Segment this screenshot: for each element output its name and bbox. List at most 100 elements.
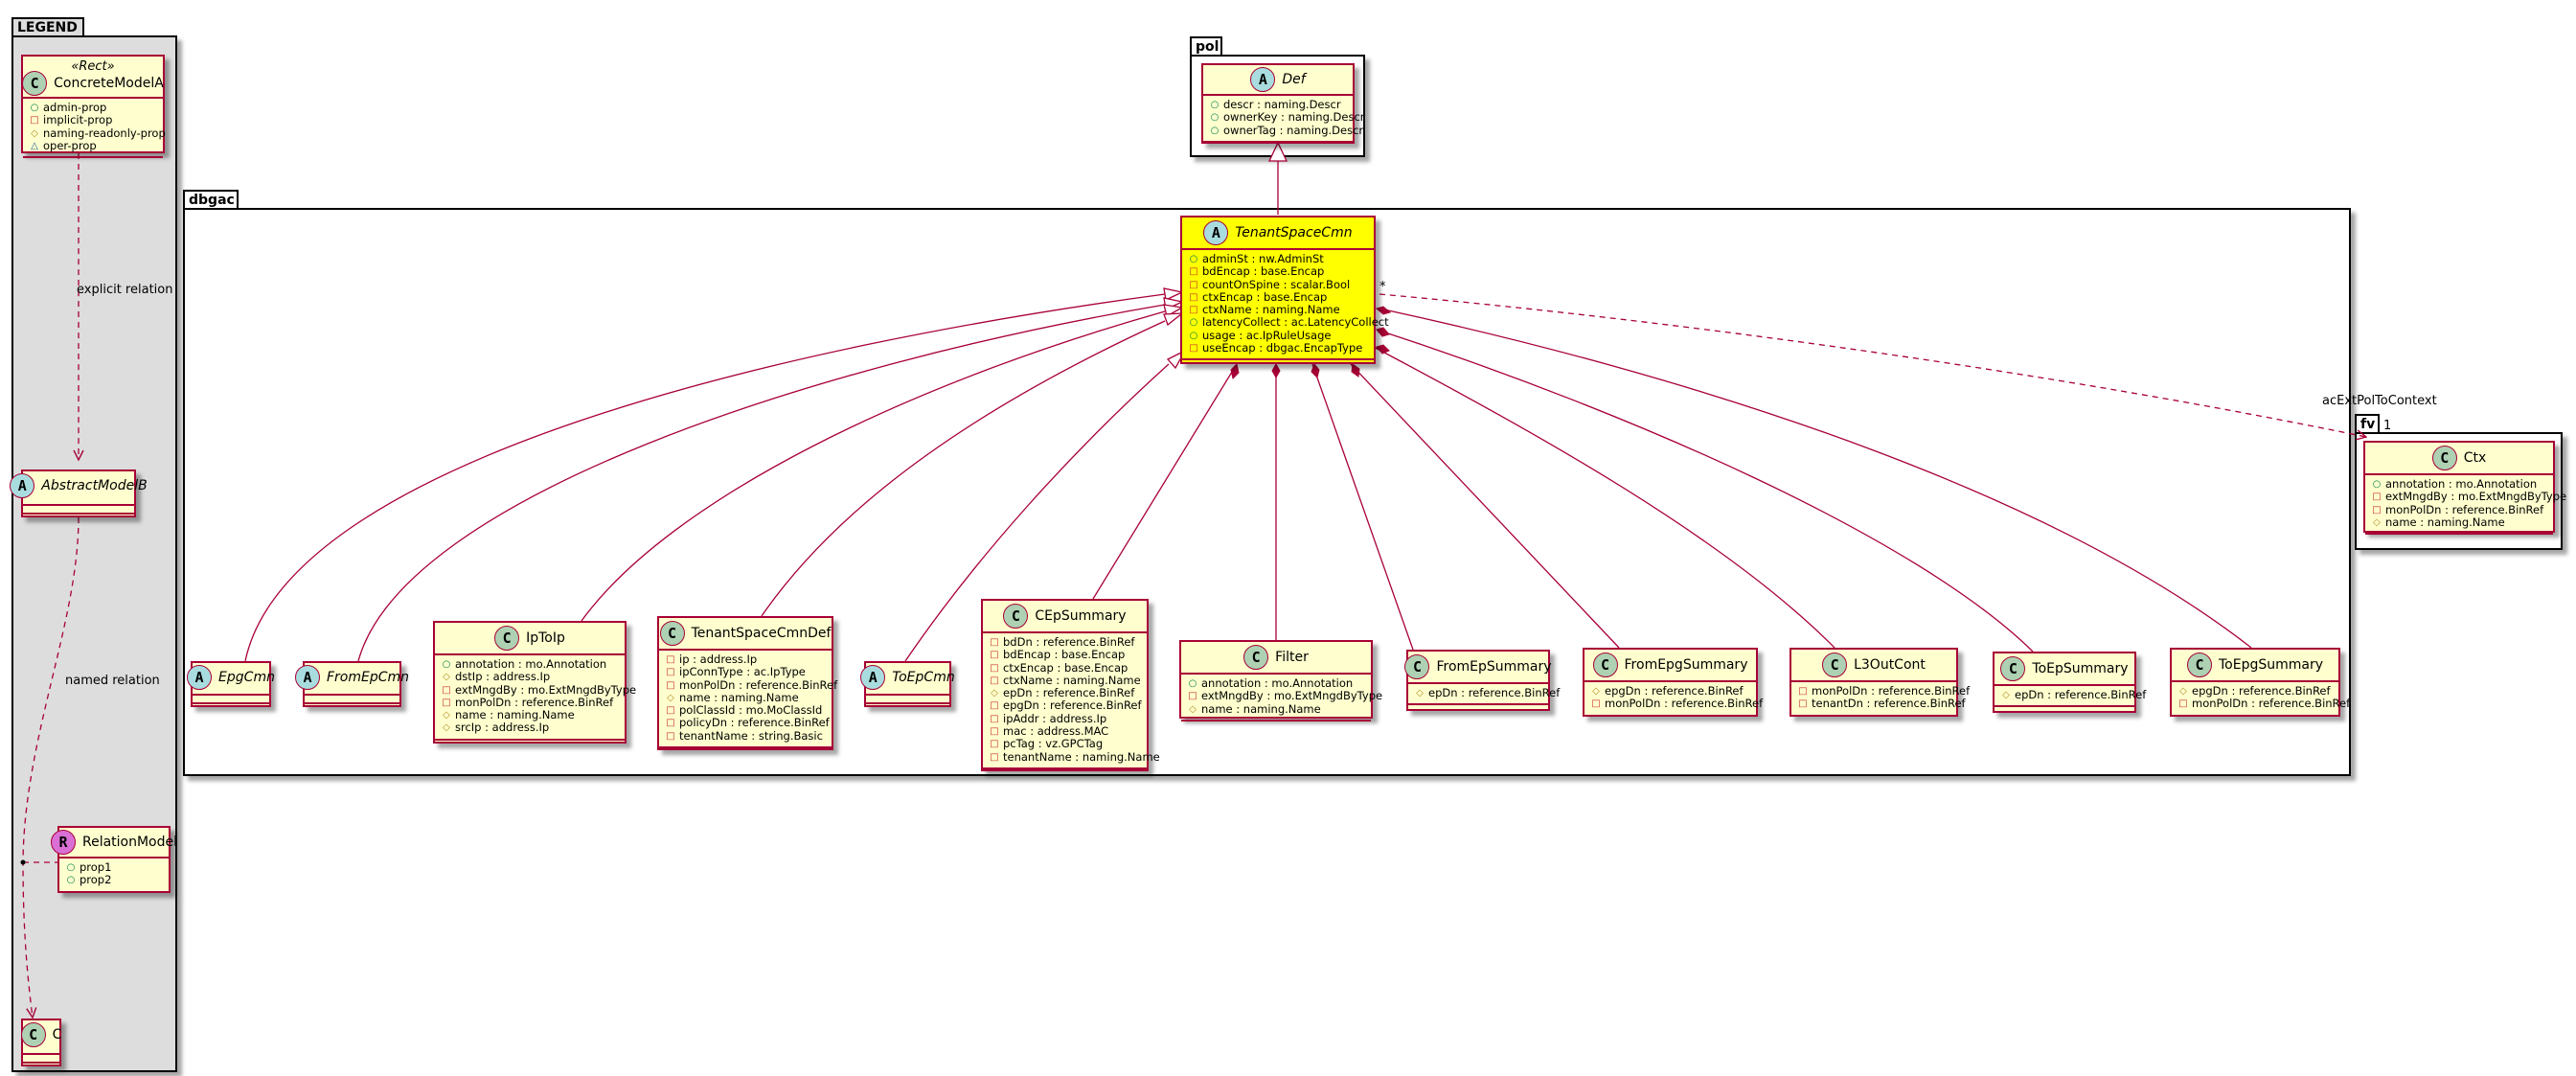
protected-visibility-icon: ◇ <box>1416 688 1424 698</box>
property-text: polClassId : mo.MoClassId <box>679 703 823 718</box>
class-icon: C <box>2000 656 2026 681</box>
property-row: ◇epDn : reference.BinRef <box>2000 688 2146 701</box>
property-text: mac : address.MAC <box>1003 724 1109 739</box>
property-text: implicit-prop <box>43 113 113 127</box>
protected-visibility-icon: ◇ <box>667 692 674 703</box>
class-props: ○adminSt : nw.AdminSt□bdEncap : base.Enc… <box>1182 250 1389 358</box>
property-row: □monPolDn : reference.BinRef <box>2371 503 2548 516</box>
class-name: C <box>52 1027 62 1042</box>
private-visibility-icon: □ <box>1189 291 1198 303</box>
class-def: A Def ○descr : naming.Descr○ownerKey : n… <box>1201 63 1365 144</box>
property-row: □epgDn : reference.BinRef <box>989 699 1142 713</box>
property-text: srcIp : address.Ip <box>455 721 550 735</box>
class-ctx: C Ctx ○annotation : mo.Annotation□extMng… <box>2363 441 2566 536</box>
property-row: □policyDn : reference.BinRef <box>665 717 829 730</box>
class-icon: C <box>1003 604 1029 629</box>
package-dbgac <box>183 208 2351 776</box>
protected-visibility-icon: ◇ <box>443 710 450 721</box>
property-row: □ctxEncap : base.Encap <box>1188 290 1369 304</box>
property-row: △oper-prop <box>29 138 158 152</box>
class-props: ○descr : naming.Descr○ownerKey : naming.… <box>1203 96 1365 141</box>
package-fv <box>2355 432 2563 550</box>
diamond-fromepgsummary <box>1351 363 1360 378</box>
property-row: ◇epgDn : reference.BinRef <box>2177 684 2334 698</box>
property-row: □countOnSpine : scalar.Bool <box>1188 278 1369 291</box>
class-props: ○admin-prop□implicit-prop◇naming-readonl… <box>23 99 166 156</box>
property-text: ctxName : naming.Name <box>1003 673 1141 687</box>
protected-visibility-icon: ◇ <box>2179 686 2187 697</box>
property-row: ◇dstIp : address.Ip <box>441 670 620 683</box>
edge-fromepcmn-inherits <box>357 304 1166 662</box>
property-text: extMngdBy : mo.ExtMngdByType <box>455 682 637 697</box>
private-visibility-icon: □ <box>1188 691 1197 702</box>
property-row: □extMngdBy : mo.ExtMngdByType <box>441 683 636 697</box>
public-visibility-icon: ○ <box>66 862 76 873</box>
class-name: IpToIp <box>526 630 565 646</box>
property-row: ○latencyCollect : ac.LatencyCollect <box>1188 316 1389 330</box>
class-icon: C <box>2431 446 2457 470</box>
class-props: ○annotation : mo.Annotation□extMngdBy : … <box>1181 675 1382 720</box>
class-fromepsummary: C FromEpSummary ◇epDn : reference.BinRef <box>1404 650 1560 711</box>
class-icon: C <box>1822 652 1848 677</box>
private-visibility-icon: □ <box>1189 266 1198 278</box>
property-row: ○descr : naming.Descr <box>1209 98 1348 111</box>
property-row: □ip : address.Ip <box>665 652 827 666</box>
diamond-cepsummary <box>1230 363 1240 379</box>
property-text: ctxName : naming.Name <box>1202 303 1340 317</box>
edge-epgcmn-inherits <box>244 293 1166 662</box>
property-row: ○annotation : mo.Annotation <box>2371 477 2548 491</box>
property-row: ◇srcIp : address.Ip <box>441 721 620 735</box>
class-toepgsummary: C ToEpgSummary ◇epgDn : reference.BinRef… <box>2170 648 2350 717</box>
class-props: ◇ epDn : reference.BinRef <box>1408 684 1560 703</box>
class-toepcmn: A ToEpCmn <box>860 661 955 707</box>
class-icon: C <box>22 71 48 96</box>
property-row: ◇ epDn : reference.BinRef <box>1414 686 1560 699</box>
private-visibility-icon: □ <box>990 637 999 648</box>
explicit-relation-label: explicit relation <box>77 283 173 297</box>
class-name: Ctx <box>2463 450 2487 466</box>
private-visibility-icon: □ <box>1591 698 1601 710</box>
property-text: oper-prop <box>43 138 97 152</box>
class-icon: C <box>2186 652 2212 677</box>
public-visibility-icon: ○ <box>1189 254 1198 264</box>
property-text: monPolDn : reference.BinRef <box>2192 697 2351 711</box>
property-text: usage : ac.IpRuleUsage <box>1202 328 1332 342</box>
property-row: □monPolDn : reference.BinRef <box>2177 697 2350 710</box>
abstract-class-icon: A <box>860 665 886 690</box>
property-text: adminSt : nw.AdminSt <box>1202 252 1324 265</box>
class-fromepgsummary: C FromEpgSummary ◇epgDn : reference.BinR… <box>1583 648 1763 717</box>
property-text: ctxEncap : base.Encap <box>1003 660 1128 675</box>
class-iptoip: C IpToIp ○annotation : mo.Annotation◇dst… <box>433 621 636 744</box>
class-name: Filter <box>1275 650 1309 665</box>
public-visibility-icon: ○ <box>1189 317 1198 329</box>
diamond-filter <box>1271 362 1281 379</box>
property-row: □ctxName : naming.Name <box>989 673 1142 687</box>
class-cepsummary: C CEpSummary □bdDn : reference.BinRef□bd… <box>981 599 1160 771</box>
class-epgcmn: A EpgCmn <box>187 661 275 707</box>
private-visibility-icon: □ <box>666 730 675 742</box>
class-name: FromEpCmn <box>326 670 410 685</box>
legend-class-abstractmodelb: A AbstractModelB <box>10 469 148 517</box>
abstract-class-icon: A <box>1250 67 1276 92</box>
property-row: □ctxEncap : base.Encap <box>989 660 1142 675</box>
property-row: ◇epDn : reference.BinRef <box>989 686 1142 699</box>
private-visibility-icon: □ <box>990 713 999 724</box>
class-name: TenantSpaceCmn <box>1235 225 1353 240</box>
class-name: ToEpSummary <box>2032 661 2129 676</box>
private-visibility-icon: □ <box>990 700 999 712</box>
property-text: prop2 <box>80 873 112 887</box>
class-icon: C <box>20 1022 46 1047</box>
abstract-class-icon: A <box>1203 220 1229 245</box>
private-visibility-icon: □ <box>666 654 675 665</box>
abstract-class-icon: A <box>10 473 35 498</box>
legend-class-c: C C <box>20 1019 62 1066</box>
property-row: □extMngdBy : mo.ExtMngdByType <box>2371 490 2566 503</box>
property-text: name : naming.Name <box>1201 701 1321 716</box>
property-text: epDn : reference.BinRef <box>1428 686 1561 699</box>
class-props: ○annotation : mo.Annotation◇dstIp : addr… <box>435 655 636 739</box>
class-props: □ip : address.Ip□ipConnType : ac.IpType□… <box>659 651 837 746</box>
inherit-head-tenantspacecmndef <box>1163 312 1184 327</box>
property-text: pcTag : vz.GPCTag <box>1003 737 1104 751</box>
property-row: □ctxName : naming.Name <box>1188 303 1369 317</box>
property-text: tenantName : naming.Name <box>1003 749 1160 764</box>
